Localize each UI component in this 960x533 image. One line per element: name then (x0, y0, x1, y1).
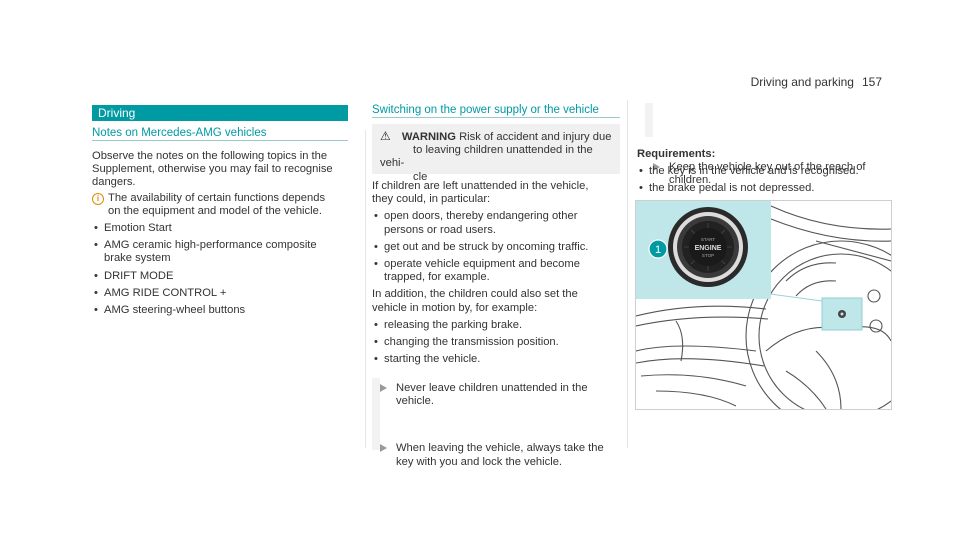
topic-list: Emotion Start AMG ceramic high-performan… (92, 222, 354, 317)
column-divider (627, 100, 628, 448)
list-item: the brake pedal is not depressed. (637, 182, 897, 195)
column-divider (365, 130, 366, 448)
warning-label: WARNING (401, 131, 456, 143)
list-item: Emotion Start (92, 222, 354, 235)
list-item: AMG ceramic high-performance compositebr… (92, 239, 354, 265)
item-text: AMG ceramic high-performance composite (104, 239, 317, 252)
page-number: 157 (861, 75, 882, 89)
item-text: Emotion Start (104, 222, 172, 235)
list-item: releasing the parking brake. (372, 319, 622, 332)
warning-triangle-icon: ⚠ (380, 129, 391, 143)
risk-list: open doors, thereby endangering otherper… (372, 210, 622, 284)
step-arrow-icon (380, 384, 387, 392)
item-text: open doors, thereby endangering other (384, 210, 578, 223)
step-instruction: Never leave children unattended in the v… (372, 382, 646, 408)
running-header: Driving and parking 157 (751, 75, 882, 89)
text-line: If children are left unattended in the v… (372, 180, 589, 192)
warning-text-line: cle (413, 170, 428, 183)
requirements-heading: Requirements: (637, 148, 716, 160)
section-band: Driving (92, 105, 348, 121)
intro-line: dangers. (92, 176, 136, 189)
list-item: get out and be struck by oncoming traffi… (372, 241, 622, 254)
requirements-list: the key is in the vehicle and is recogni… (637, 165, 897, 196)
step-arrow-icon (380, 444, 387, 453)
step-line: key with you and lock the vehicle. (396, 455, 563, 468)
item-text: DRIFT MODE (104, 269, 174, 282)
item-text: persons or road users. (384, 223, 496, 236)
list-item: changing the transmission position. (372, 336, 622, 349)
step-line: Never leave children unattended in the (396, 382, 588, 394)
list-item: operate vehicle equipment and becometrap… (372, 258, 622, 284)
list-item: open doors, thereby endangering otherper… (372, 210, 622, 236)
step-line: vehicle. (396, 395, 434, 408)
intro-line: Supplement, otherwise you may fail to re… (92, 163, 333, 176)
warning-content: ⚠ WARNING Risk of accident and injury du… (380, 129, 616, 184)
list-item: AMG RIDE CONTROL + (92, 287, 354, 300)
item-text: get out and be struck by oncoming traffi… (384, 240, 589, 253)
col1-heading-rule (92, 140, 348, 141)
item-text: releasing the parking brake. (384, 318, 523, 331)
step-instruction: When leaving the vehicle, always take th… (372, 442, 646, 468)
requirements: Requirements: the key is in the vehicle … (637, 148, 897, 196)
warning-text-line: Risk of accident and injury due (459, 131, 612, 143)
text-line: they could, in particular: (372, 193, 491, 206)
item-text: the brake pedal is not depressed. (649, 182, 815, 195)
motion-list: releasing the parking brake. changing th… (372, 319, 622, 367)
note-line: on the equipment and model of the vehicl… (108, 204, 322, 217)
button-label-stop: STOP (702, 253, 714, 258)
step-margin-bar (645, 103, 653, 137)
item-text: starting the vehicle. (384, 353, 481, 366)
col2-heading-rule (372, 117, 620, 118)
item-text: the key is in the vehicle and is recogni… (649, 165, 859, 178)
note-line: The availability of certain functions de… (108, 191, 326, 204)
text-line: vehicle in motion by, for example: (372, 301, 538, 314)
warning-box (372, 124, 620, 174)
button-label-start: START (701, 237, 716, 242)
list-item: starting the vehicle. (372, 353, 622, 366)
button-label-engine: ENGINE (695, 245, 722, 252)
text-line: In addition, the children could also set… (372, 288, 578, 301)
list-item: the key is in the vehicle and is recogni… (637, 165, 897, 178)
callout-number: 1 (655, 244, 661, 256)
col1-heading: Notes on Mercedes-AMG vehicles (92, 127, 267, 139)
col2-body: If children are left unattended in the v… (372, 180, 622, 367)
col2-heading: Switching on the power supply or the veh… (372, 104, 599, 116)
intro-line: Observe the notes on the following topic… (92, 150, 328, 162)
header-section: Driving and parking (750, 75, 854, 89)
warning-text-line: to leaving children unattended in the ve… (380, 144, 593, 170)
list-item: DRIFT MODE (92, 270, 354, 283)
paragraph: In addition, the children could also set… (372, 288, 622, 314)
item-text: brake system (104, 252, 171, 265)
step-margin-bar (372, 378, 380, 450)
paragraph: If children are left unattended in the v… (372, 180, 622, 206)
cockpit-drawing: START ENGINE STOP 1 (636, 201, 891, 409)
item-text: AMG RIDE CONTROL + (104, 286, 227, 299)
item-text: changing the transmission position. (384, 336, 559, 349)
step-line: When leaving the vehicle, always take th… (396, 442, 604, 455)
section-band-label: Driving (98, 106, 136, 120)
info-icon: i (92, 192, 104, 205)
list-item: AMG steering-wheel buttons (92, 304, 354, 317)
item-text: AMG steering-wheel buttons (104, 304, 246, 317)
cockpit-illustration: START ENGINE STOP 1 (635, 200, 892, 410)
item-text: trapped, for example. (384, 271, 490, 284)
info-note: i The availability of certain functions … (92, 192, 354, 218)
intro-paragraph: Observe the notes on the following topic… (92, 150, 354, 190)
item-text: operate vehicle equipment and become (384, 258, 580, 271)
col1-body: Observe the notes on the following topic… (92, 150, 354, 317)
